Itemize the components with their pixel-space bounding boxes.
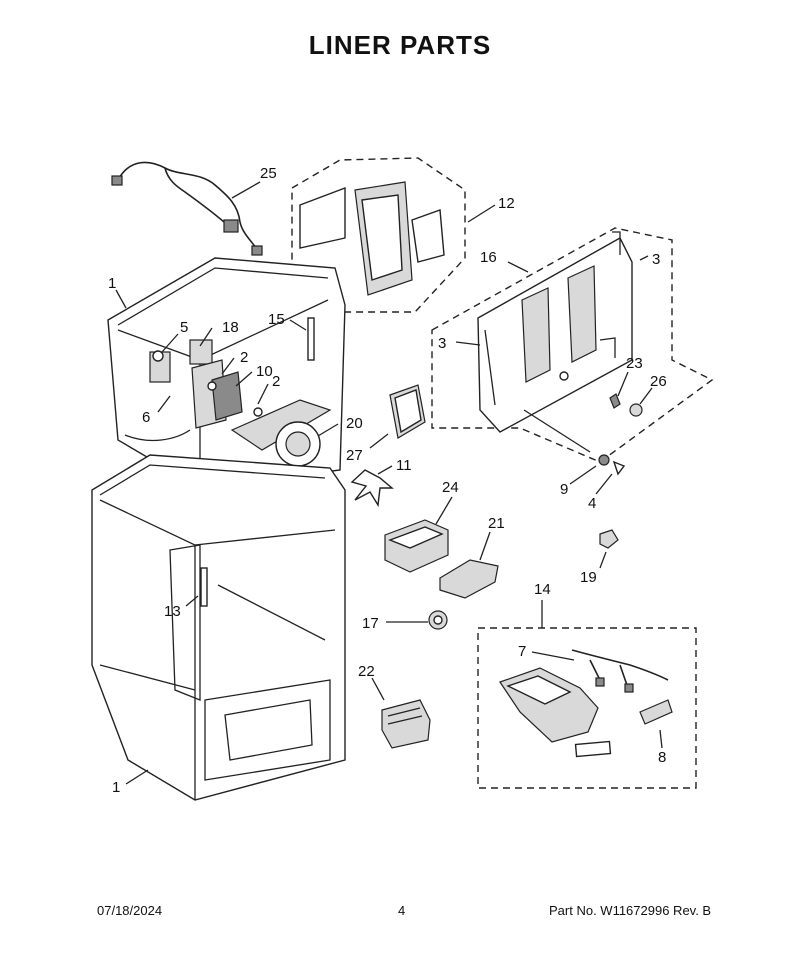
cover-20 [389,384,426,439]
footer-part-number: Part No. W11672996 Rev. B [549,903,712,918]
callout-10: 10 [256,363,273,380]
callout-13: 13 [164,603,181,620]
callout-27: 27 [346,447,363,464]
rear-panel-group-16 [431,227,714,463]
small-fasteners [598,393,643,476]
bracket-21 [439,559,499,599]
callout-numbers: 25 1 5 18 2 10 2 6 15 20 27 11 12 16 3 3… [108,165,667,796]
ice-bucket-group-14 [477,627,697,789]
callout-16: 16 [480,249,497,266]
freezer-components [149,317,332,467]
callout-19: 19 [580,569,597,586]
callout-14: 14 [534,581,551,598]
callout-2-right: 2 [272,373,280,390]
callout-17: 17 [362,615,379,632]
callout-8: 8 [658,749,666,766]
callout-9: 9 [560,481,568,498]
callout-25: 25 [260,165,277,182]
leader-lines [115,181,663,785]
callout-1-bottom: 1 [112,779,120,796]
filter-22 [381,699,431,749]
callout-4: 4 [588,495,596,512]
callout-12: 12 [498,195,515,212]
callout-11: 11 [396,457,412,474]
callout-2-left: 2 [240,349,248,366]
callout-15: 15 [268,311,285,328]
fan-blade-11 [350,469,394,508]
callout-20: 20 [346,415,363,432]
callout-21: 21 [488,515,505,532]
gear-17 [428,610,448,630]
callout-5: 5 [180,319,188,336]
callout-3-left: 3 [438,335,446,352]
callout-6: 6 [142,409,150,426]
housing-24 [384,519,449,573]
callout-23: 23 [626,355,643,372]
callout-1-top: 1 [108,275,116,292]
callout-3-right: 3 [652,251,660,268]
evaporator-cover-group-12 [291,157,466,313]
callout-24: 24 [442,479,459,496]
callout-22: 22 [358,663,375,680]
knob-19 [599,529,619,549]
callout-26: 26 [650,373,667,390]
fresh-food-liner [91,454,346,801]
footer-page-number: 4 [398,903,406,918]
callout-7: 7 [518,643,526,660]
wire-harness-25 [111,161,263,256]
page-title: LINER PARTS [308,30,492,60]
callout-18: 18 [222,319,239,336]
footer-date: 07/18/2024 [97,903,163,918]
